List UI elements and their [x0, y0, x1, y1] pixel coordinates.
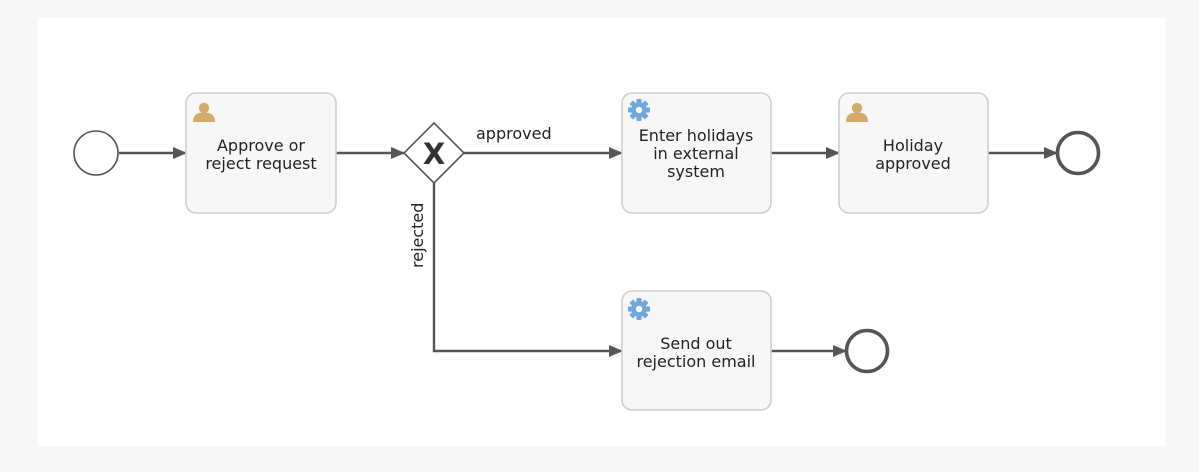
end-event-approved[interactable]	[1055, 130, 1101, 176]
gear-icon	[628, 298, 650, 320]
diagram-canvas	[38, 18, 1166, 446]
gateway-symbol: X	[423, 137, 445, 171]
task-label-line: reject request	[205, 154, 316, 173]
task-label-line: Enter holidays	[639, 126, 754, 145]
task-label-line: system	[667, 162, 725, 181]
rejected-flow-label: rejected	[408, 203, 427, 268]
task-label-line: rejection email	[636, 352, 755, 371]
task-send-rejection-email[interactable]: Send out rejection email	[621, 290, 772, 411]
task-holiday-approved[interactable]: Holiday approved	[838, 92, 989, 214]
flow-rejected[interactable]	[432, 183, 623, 357]
task-label-line: Holiday	[883, 136, 943, 155]
task-approve-or-reject[interactable]: Approve or reject request	[185, 92, 337, 214]
start-event[interactable]	[73, 130, 119, 176]
task-label-line: approved	[875, 154, 951, 173]
approved-flow-label: approved	[476, 124, 552, 143]
gear-icon	[628, 99, 650, 121]
task-label-line: Send out	[660, 334, 732, 353]
end-event-rejected[interactable]	[844, 328, 890, 374]
exclusive-gateway[interactable]: X	[402, 121, 466, 185]
sequence-flows	[119, 147, 1058, 357]
task-label-line: Approve or	[217, 136, 305, 155]
task-enter-holidays[interactable]: Enter holidays in external system	[621, 92, 772, 214]
task-label-line: in external	[653, 144, 739, 163]
